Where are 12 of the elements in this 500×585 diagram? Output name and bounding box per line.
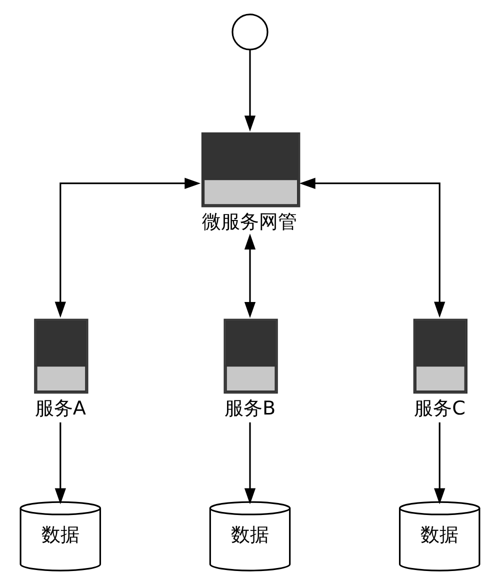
arrow	[244, 422, 256, 504]
arrow	[434, 422, 446, 504]
arrow	[299, 178, 446, 318]
node-label: 服务B	[224, 396, 276, 420]
node-person	[232, 14, 268, 50]
node-label: 服务C	[414, 396, 466, 420]
arrow	[244, 234, 256, 318]
arrow	[244, 50, 256, 132]
node-label: 服务A	[34, 396, 86, 420]
arrow	[54, 422, 66, 504]
node-label: 微服务网管	[202, 210, 298, 234]
arrow	[54, 178, 201, 318]
